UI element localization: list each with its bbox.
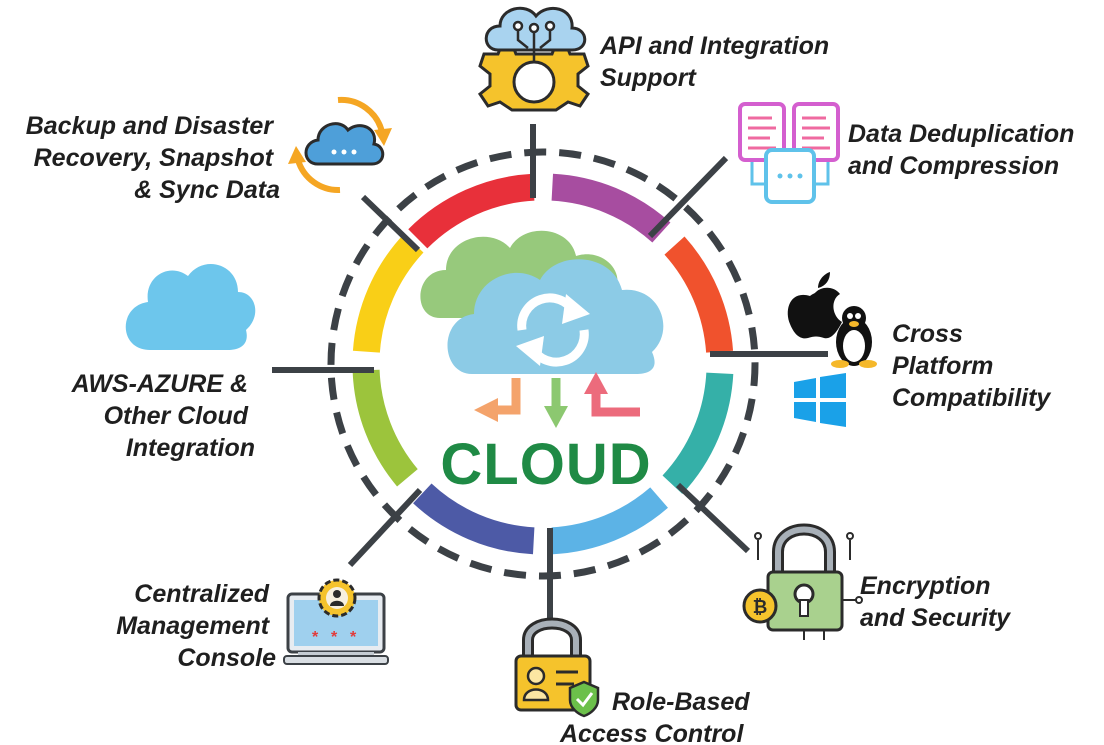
spoke-top-right xyxy=(647,155,729,239)
monitor-admin-icon: * * * xyxy=(283,578,389,665)
os-logos-icon xyxy=(787,272,877,427)
label-backup-recovery: Backup and Disaster Recovery, Snapshot &… xyxy=(26,112,280,204)
label-api-integration: API and Integration Support xyxy=(599,32,836,92)
linux-penguin-icon xyxy=(831,306,877,368)
ring-segment xyxy=(551,487,668,555)
svg-text:*: * xyxy=(331,629,338,646)
cloud-sync-icon xyxy=(288,96,392,194)
svg-text:*: * xyxy=(312,629,319,646)
cloud-gear-integration-icon xyxy=(477,6,591,112)
gear-icon xyxy=(317,578,357,618)
dashed-outer-ring xyxy=(327,148,759,580)
ring-segment xyxy=(664,236,734,353)
colored-ring xyxy=(352,173,734,555)
central-cloud-icon xyxy=(420,230,664,374)
label-cross-platform: Cross Platform Compatibility xyxy=(892,320,1051,412)
svg-text:₿: ₿ xyxy=(753,597,768,617)
ring-segment xyxy=(352,369,418,487)
padlock-id-card-icon xyxy=(514,617,600,718)
ring-segment xyxy=(408,173,535,249)
cloud-icon xyxy=(125,264,256,350)
circuit-padlock-icon: ₿ xyxy=(742,523,863,640)
apple-logo-icon xyxy=(787,272,842,339)
label-centralized-console: Centralized Management Console xyxy=(116,580,276,672)
label-aws-azure: AWS-AZURE & Other Cloud Integration xyxy=(71,370,255,462)
windows-logo-icon xyxy=(794,373,846,427)
transfer-arrows-icon xyxy=(474,372,640,428)
svg-text:*: * xyxy=(350,629,357,646)
documents-merge-icon xyxy=(738,102,840,204)
center-label: CLOUD xyxy=(440,432,651,497)
spoke-top-left xyxy=(360,194,421,253)
ring-segment xyxy=(413,483,535,555)
ring-segment xyxy=(662,372,734,494)
ring-segment xyxy=(551,173,671,243)
ring-segment xyxy=(352,234,424,353)
label-encryption-security: Encryption and Security xyxy=(860,572,1011,632)
label-role-based-access: Role-Based Access Control xyxy=(559,688,757,745)
spoke-bottom-right xyxy=(675,482,751,554)
spokes xyxy=(272,124,828,628)
label-data-deduplication: Data Deduplication and Compression xyxy=(848,120,1081,180)
spoke-bottom-left xyxy=(347,487,423,568)
